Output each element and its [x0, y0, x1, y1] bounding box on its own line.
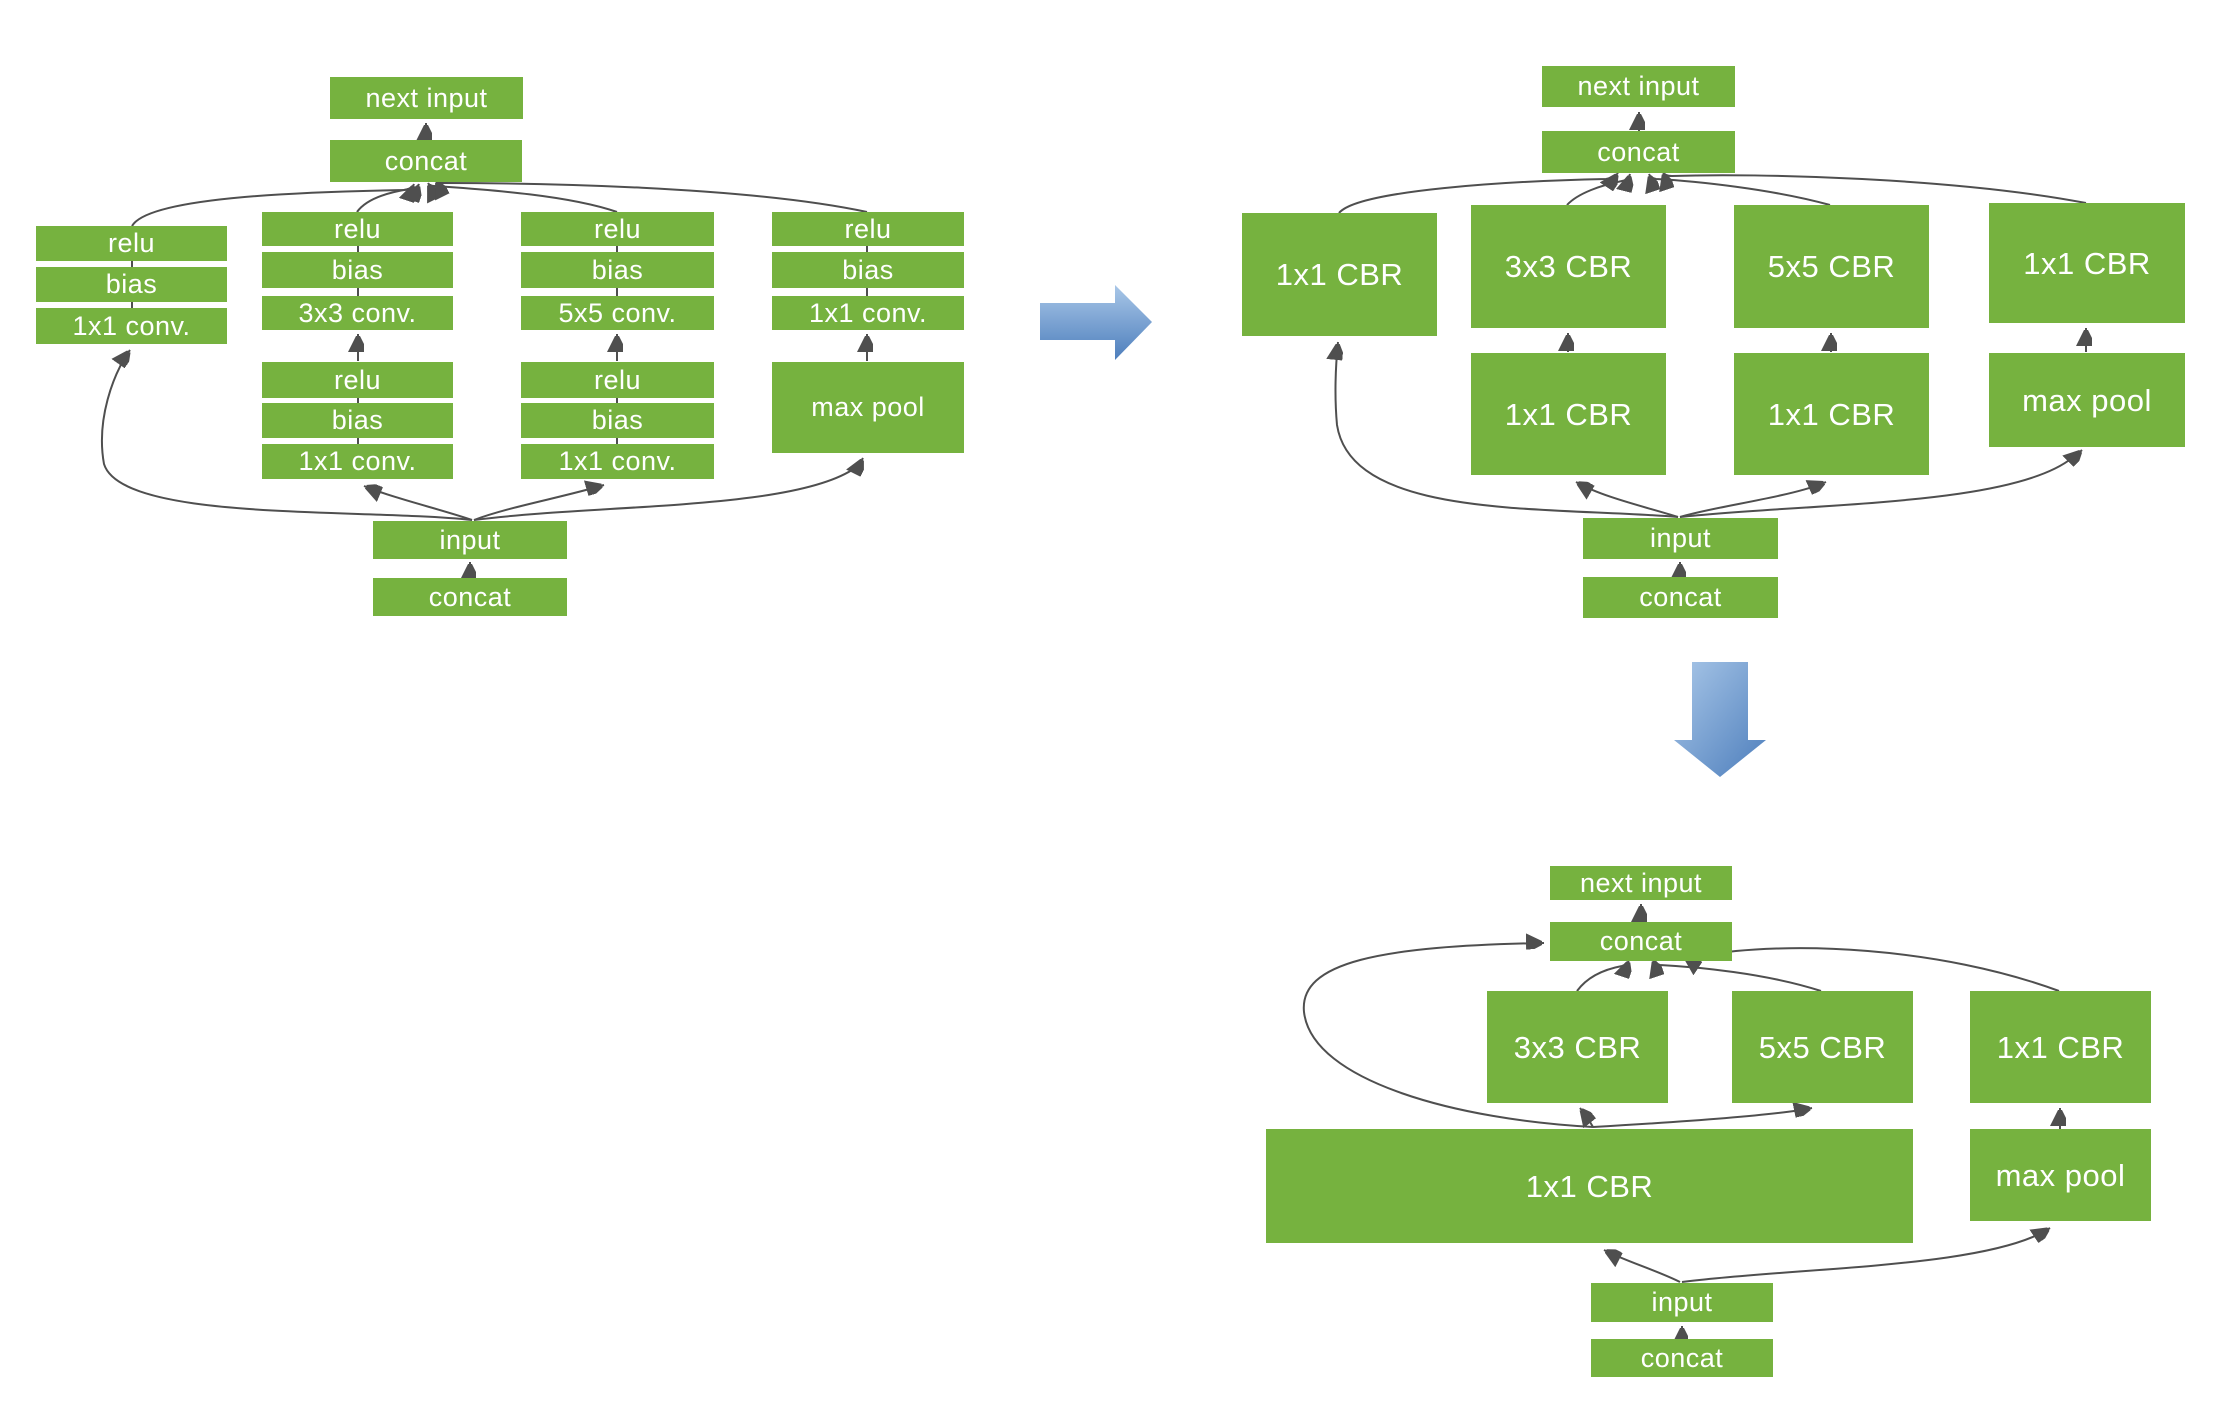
node-branch3-5x5-conv: 5x5 conv.: [521, 296, 714, 330]
node-branch3-relu: relu: [521, 212, 714, 246]
node-concat-bottom: concat: [1583, 577, 1778, 618]
node-3x3-cbr: 3x3 CBR: [1487, 991, 1668, 1103]
node-branch1-1x1-conv: 1x1 conv.: [36, 308, 227, 344]
node-next-input: next input: [1542, 66, 1735, 107]
node-1x1-cbr: 1x1 CBR: [1989, 203, 2185, 323]
node-1x1-cbr-lower: 1x1 CBR: [1734, 353, 1929, 475]
transform-arrow-right-icon: [1040, 285, 1152, 360]
node-branch3-lower-1x1-conv: 1x1 conv.: [521, 444, 714, 479]
node-branch4-relu: relu: [772, 212, 964, 246]
node-input: input: [1583, 518, 1778, 559]
node-concat-top: concat: [330, 140, 522, 182]
node-5x5-cbr: 5x5 CBR: [1734, 205, 1929, 328]
node-next-input: next input: [330, 77, 523, 119]
node-branch2-lower-bias: bias: [262, 403, 453, 438]
node-concat-top: concat: [1550, 922, 1732, 961]
node-branch2-3x3-conv: 3x3 conv.: [262, 296, 453, 330]
node-input: input: [373, 521, 567, 559]
node-1x1-cbr-lower: 1x1 CBR: [1471, 353, 1666, 475]
node-max-pool: max pool: [1970, 1129, 2151, 1221]
node-branch2-lower-1x1-conv: 1x1 conv.: [262, 444, 453, 479]
node-branch2-relu: relu: [262, 212, 453, 246]
node-5x5-cbr: 5x5 CBR: [1732, 991, 1913, 1103]
node-branch3-bias: bias: [521, 252, 714, 288]
node-1x1-cbr-wide: 1x1 CBR: [1266, 1129, 1913, 1243]
node-branch2-bias: bias: [262, 252, 453, 288]
node-max-pool: max pool: [1989, 353, 2185, 447]
node-branch3-lower-relu: relu: [521, 362, 714, 398]
node-concat-bottom: concat: [373, 578, 567, 616]
node-branch1-relu: relu: [36, 226, 227, 261]
node-1x1-cbr: 1x1 CBR: [1970, 991, 2151, 1103]
transform-arrow-down-icon: [1674, 662, 1766, 777]
node-concat-bottom: concat: [1591, 1339, 1773, 1377]
node-concat-top: concat: [1542, 131, 1735, 173]
node-next-input: next input: [1550, 866, 1732, 900]
node-branch1-bias: bias: [36, 267, 227, 302]
node-branch4-max-pool: max pool: [772, 362, 964, 453]
node-3x3-cbr: 3x3 CBR: [1471, 205, 1666, 328]
node-branch4-bias: bias: [772, 252, 964, 288]
node-1x1-cbr: 1x1 CBR: [1242, 213, 1437, 336]
node-branch4-1x1-conv: 1x1 conv.: [772, 296, 964, 330]
node-branch3-lower-bias: bias: [521, 403, 714, 438]
node-input: input: [1591, 1283, 1773, 1322]
node-branch2-lower-relu: relu: [262, 362, 453, 398]
